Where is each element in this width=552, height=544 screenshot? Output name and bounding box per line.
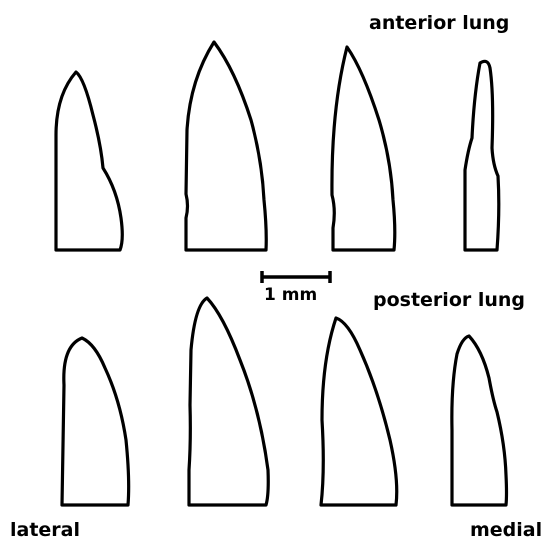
- anterior-lung-row: [56, 42, 499, 250]
- anterior-medial-outline: [465, 61, 499, 250]
- anterior-lung-label: anterior lung: [369, 12, 509, 34]
- anterior-mid-lateral-outline: [186, 42, 266, 250]
- posterior-mid-medial-outline: [321, 318, 397, 505]
- scale-bar-label: 1 mm: [264, 285, 317, 305]
- posterior-mid-lateral-outline: [189, 298, 268, 505]
- medial-label: medial: [470, 519, 542, 541]
- posterior-lateral-outline: [62, 338, 129, 505]
- posterior-medial-outline: [452, 336, 507, 505]
- posterior-lung-row: [62, 298, 507, 505]
- posterior-lung-label: posterior lung: [373, 289, 525, 311]
- anterior-lateral-outline: [56, 72, 122, 250]
- lateral-label: lateral: [10, 519, 80, 541]
- scale-bar: 1 mm: [262, 271, 330, 305]
- anterior-mid-medial-outline: [332, 47, 395, 250]
